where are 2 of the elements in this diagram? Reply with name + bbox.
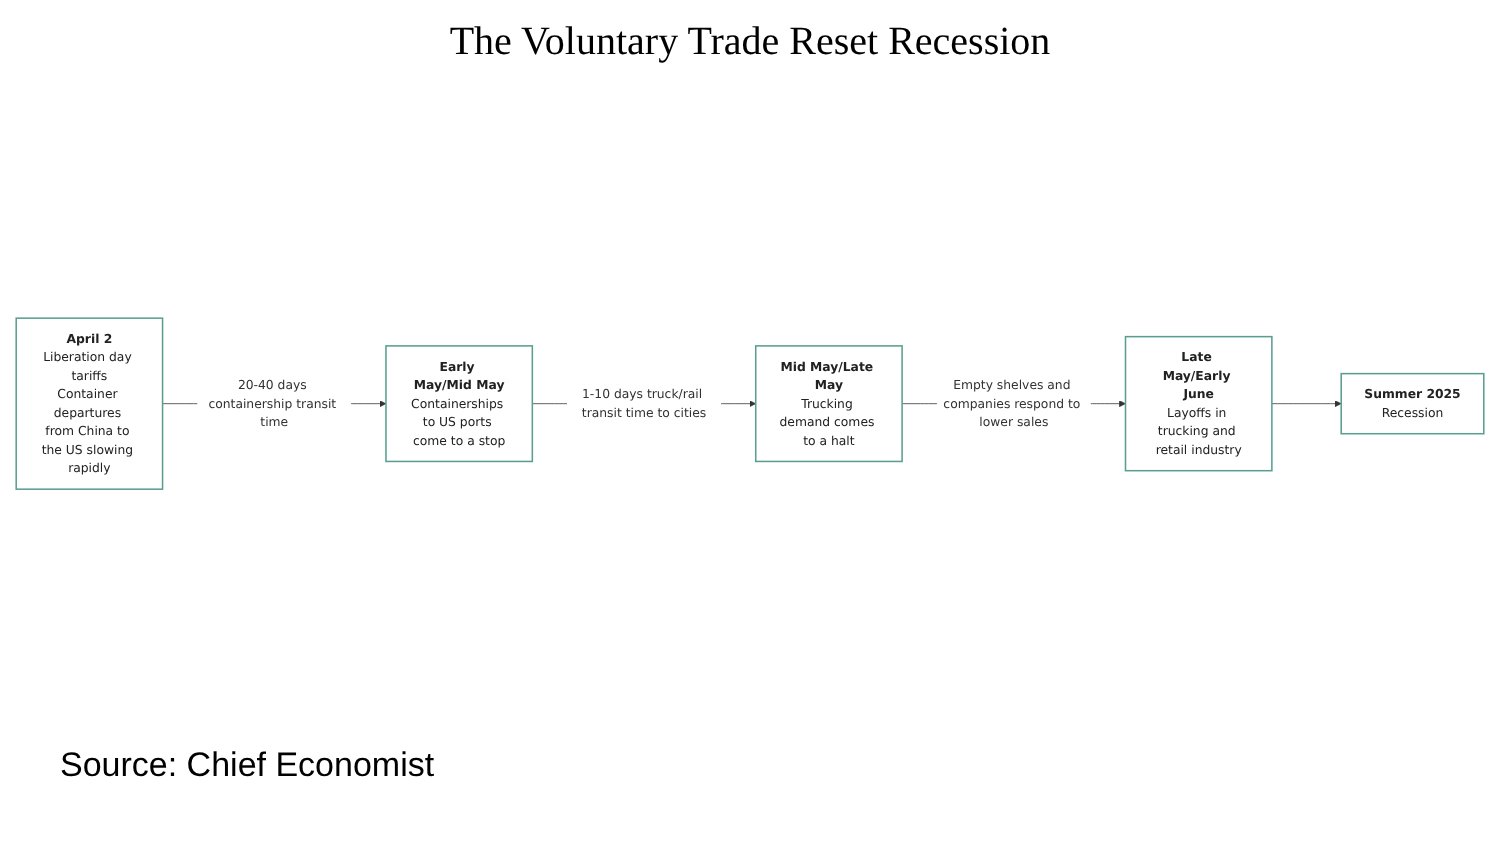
caption: Source: Chief Economist [60,746,437,786]
title: The Voluntary Trade Reset Recession [447,20,1053,66]
